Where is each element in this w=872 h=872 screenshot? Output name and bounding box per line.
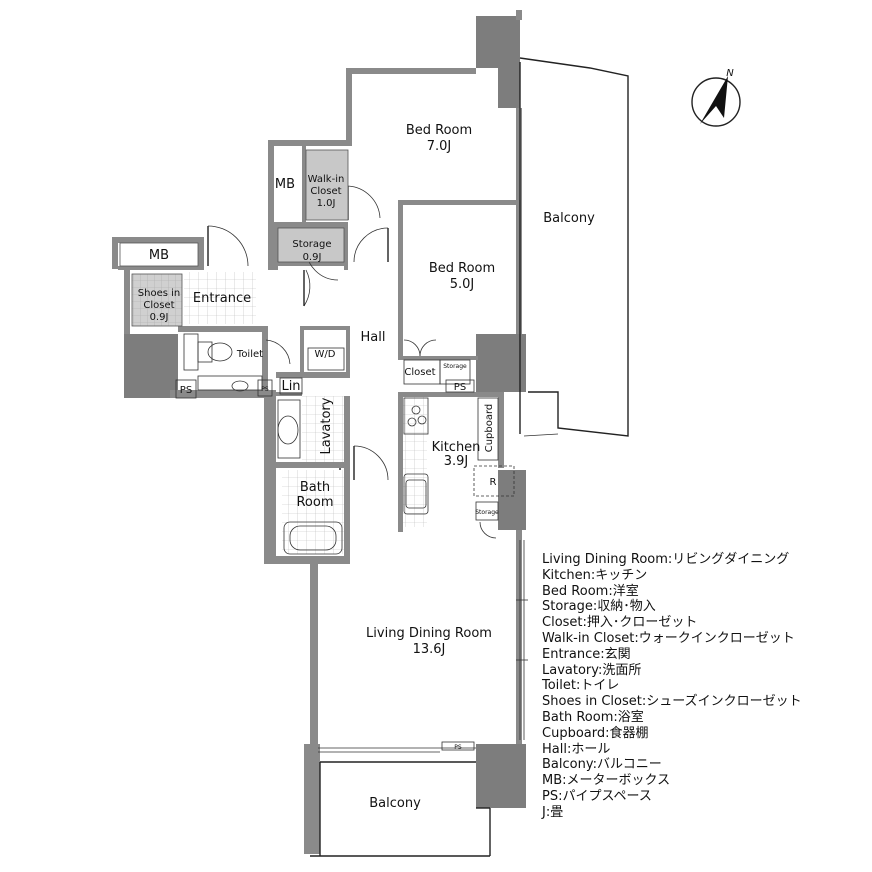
bedroom2-name: Bed Room <box>429 261 495 276</box>
legend-item: Shoes in Closet:シューズインクローゼット <box>542 694 802 710</box>
ps4-label: PS <box>454 744 462 751</box>
fixtures <box>175 333 515 555</box>
walkin-name2: Closet <box>310 186 341 197</box>
legend-item: Balcony:バルコニー <box>542 757 662 773</box>
ps1-label: PS <box>180 385 192 396</box>
balcony-east-outline <box>519 57 629 437</box>
storage-hall-name: Storage <box>292 239 331 250</box>
bath-name1: Bath <box>300 480 330 495</box>
toilet-name: Toilet <box>236 349 263 360</box>
storage-hall-fill <box>277 227 345 263</box>
doors <box>207 185 497 539</box>
bedroom2-area: 5.0J <box>450 277 475 292</box>
balcony-south-name: Balcony <box>369 796 421 811</box>
lavatory-name: Lavatory <box>319 397 334 454</box>
bath-tiles <box>282 470 344 554</box>
legend-item: Kitchen:キッチン <box>542 567 648 583</box>
hall-name: Hall <box>361 330 386 345</box>
legend-item: Living Dining Room:リビングダイニング <box>542 552 790 567</box>
mb-top-label: MB <box>275 177 295 192</box>
shoes-name1: Shoes in <box>138 288 180 299</box>
legend-item: Hall:ホール <box>542 741 611 757</box>
kitchen-area: 3.9J <box>444 454 469 469</box>
fridge-label: R <box>490 477 497 488</box>
legend-item: Bed Room:洋室 <box>542 583 639 599</box>
ldk-name: Living Dining Room <box>366 626 492 641</box>
legend-item: Storage:収納･物入 <box>542 599 656 615</box>
bedroom1-area: 7.0J <box>427 139 452 154</box>
walkin-name1: Walk-in <box>308 174 345 185</box>
entrance-name: Entrance <box>193 291 251 306</box>
wd-name: W/D <box>315 349 336 360</box>
legend-item: Cupboard:食器棚 <box>542 725 649 741</box>
legend-item: Toilet:トイレ <box>542 678 620 694</box>
ps2-label: PS <box>261 386 269 393</box>
interior-walls <box>178 146 518 560</box>
walkin-area: 1.0J <box>317 198 336 209</box>
cupboard-name: Cupboard <box>484 404 495 453</box>
legend-item: Bath Room:浴室 <box>542 709 644 725</box>
bedroom1-name: Bed Room <box>406 123 472 138</box>
room-labels: Bed Room 7.0J Bed Room 5.0J Walk-in Clos… <box>138 123 595 811</box>
legend-item: J:畳 <box>542 804 564 820</box>
closet-name: Closet <box>404 367 435 378</box>
compass-circle-icon <box>691 77 741 127</box>
north-arrow-icon <box>700 76 728 124</box>
shoes-name2: Closet <box>143 300 174 311</box>
legend-item: Entrance:玄関 <box>542 646 631 662</box>
ldk-area: 13.6J <box>413 642 446 657</box>
shoes-closet-fill <box>131 273 183 327</box>
outer-walls <box>112 10 526 854</box>
legend-item: Walk-in Closet:ウォークインクローゼット <box>542 630 795 646</box>
east-windows <box>516 540 528 740</box>
storage-hall-area: 0.9J <box>303 252 322 263</box>
kitchen-tiles <box>403 397 427 527</box>
ps3-label: PS <box>454 382 466 393</box>
shoes-area: 0.9J <box>150 312 169 323</box>
storage-kitchen-name: Storage <box>475 509 499 516</box>
legend: Living Dining Room:リビングダイニング Kitchen:キッチ… <box>542 552 862 821</box>
compass-label: N <box>726 68 734 79</box>
compass: N <box>691 68 741 127</box>
walkin-closet-fill <box>305 149 349 221</box>
entrance-tiles <box>184 272 256 324</box>
legend-item: PS:パイプスペース <box>542 788 652 804</box>
mb-left-label: MB <box>149 248 169 263</box>
legend-item: MB:メーターボックス <box>542 773 671 789</box>
balcony-east-name: Balcony <box>543 211 595 226</box>
balcony-south-outline <box>310 741 491 857</box>
legend-item: Closet:押入･クローゼット <box>542 615 698 631</box>
bath-name2: Room <box>296 495 333 510</box>
mb-left-fill <box>119 242 199 267</box>
lin-name: Lin <box>281 379 300 394</box>
legend-item: Lavatory:洗面所 <box>542 662 642 678</box>
kitchen-name: Kitchen <box>432 440 481 455</box>
storage-small-name: Storage <box>443 363 467 370</box>
lavatory-tiles <box>302 396 344 462</box>
